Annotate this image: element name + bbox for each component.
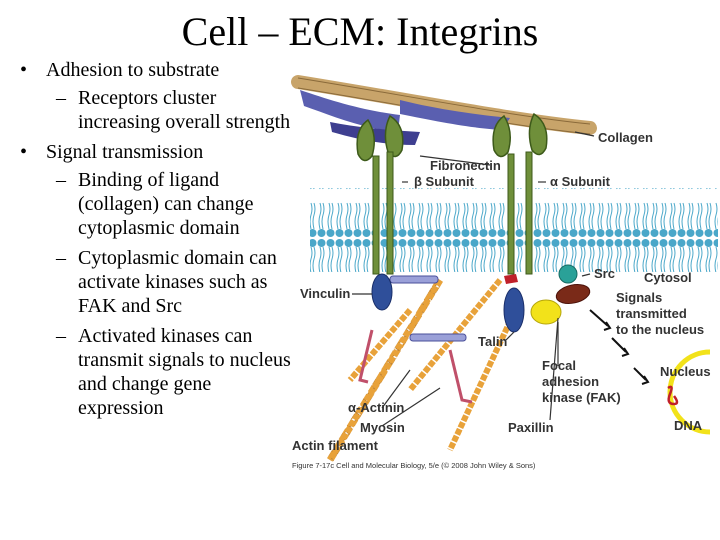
bullet-list: •Adhesion to substrate –Receptors cluste… <box>18 58 296 426</box>
fak <box>555 284 591 304</box>
label-dna: DNA <box>674 418 703 433</box>
alpha-actinin <box>389 275 467 342</box>
label-src: Src <box>594 266 615 281</box>
figure-caption: Figure 7-17c Cell and Molecular Biology,… <box>292 461 536 470</box>
label-signals-2: transmitted <box>616 306 687 321</box>
bullet-adhesion: •Adhesion to substrate <box>20 59 220 81</box>
label-fak-1: Focal <box>542 358 576 373</box>
label-fibronectin: Fibronectin <box>430 158 501 173</box>
label-signals-3: to the nucleus <box>616 322 704 337</box>
label-talin: Talin <box>478 334 507 349</box>
vinculin <box>371 273 393 311</box>
label-alpha-subunit: α Subunit <box>550 174 611 189</box>
myosin <box>358 329 473 404</box>
sub-bullet-ligand: –Binding of ligand (collagen) can change… <box>56 169 254 239</box>
label-fak-3: kinase (FAK) <box>542 390 621 405</box>
talin <box>503 287 525 333</box>
integrin-right <box>492 112 548 275</box>
sub-bullet-receptors: –Receptors cluster increasing overall st… <box>56 87 291 133</box>
label-vinculin: Vinculin <box>300 286 350 301</box>
label-signals-1: Signals <box>616 290 662 305</box>
integrin-left <box>356 114 404 275</box>
label-collagen: Collagen <box>598 130 653 145</box>
slide-title: Cell – ECM: Integrins <box>181 9 539 54</box>
bullet-signal: •Signal transmission <box>20 141 204 163</box>
label-cytosol: Cytosol <box>644 270 692 285</box>
paxillin <box>530 299 562 325</box>
leader-lines <box>352 131 595 427</box>
sub-bullet-kinases: –Activated kinases can transmit signals … <box>56 325 291 419</box>
src <box>558 264 578 284</box>
integrin-diagram: Collagen Fibronectin β Subunit α Subunit… <box>291 75 718 470</box>
label-fak-2: adhesion <box>542 374 599 389</box>
label-actin-filament: Actin filament <box>292 438 379 453</box>
signal-arrows <box>589 309 650 385</box>
label-paxillin: Paxillin <box>508 420 554 435</box>
label-myosin: Myosin <box>360 420 405 435</box>
talin-binding <box>504 274 518 284</box>
label-beta-subunit: β Subunit <box>414 174 475 189</box>
actin-filaments <box>327 278 523 462</box>
dna-strand <box>667 385 679 406</box>
label-nucleus: Nucleus <box>660 364 711 379</box>
label-alpha-actinin: α-Actinin <box>348 400 404 415</box>
sub-bullet-cytoplasmic: –Cytoplasmic domain can activate kinases… <box>56 247 277 317</box>
